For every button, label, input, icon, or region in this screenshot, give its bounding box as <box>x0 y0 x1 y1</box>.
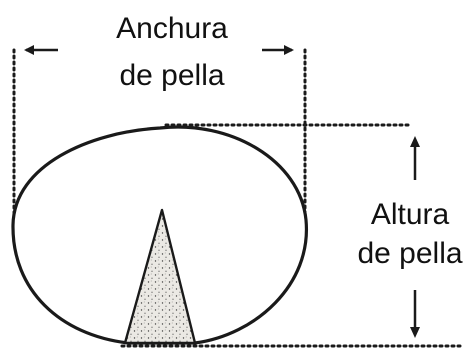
width-arrow-right-icon <box>262 45 294 55</box>
height-label-line2: de pella <box>357 237 462 270</box>
width-label-line2: de pella <box>119 59 224 92</box>
height-arrow-down-icon <box>410 290 420 338</box>
height-label-line1: Altura <box>371 198 450 231</box>
curd-stem <box>123 208 197 345</box>
width-arrow-left-icon <box>24 45 58 55</box>
height-arrow-up-icon <box>410 136 420 180</box>
width-label-line1: Anchura <box>116 12 228 45</box>
